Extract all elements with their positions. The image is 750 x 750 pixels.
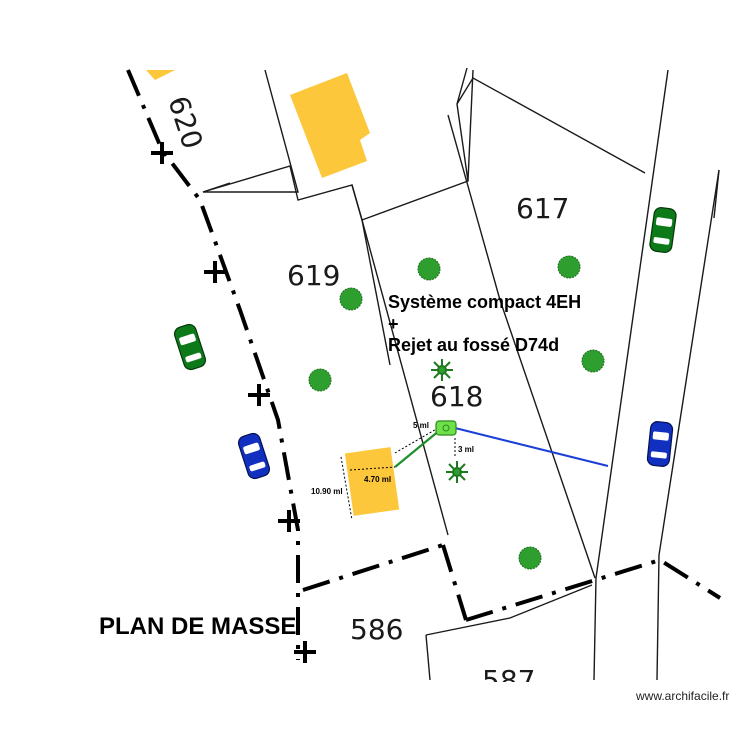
dimension-label-tree: 3 ml (458, 445, 474, 454)
building-icon (146, 70, 175, 80)
parcel-boundaries (202, 67, 720, 681)
annotation-line-2: + (388, 314, 399, 334)
boundary-dashdot (126, 69, 722, 660)
tree-icon (308, 255, 605, 570)
dimension-label-width: 4.70 ml (364, 475, 391, 484)
footer-credit: www.archifacile.fr (635, 689, 729, 703)
car-icon (173, 323, 207, 371)
dimension-lines (340, 427, 456, 521)
parcel-number-619: 619 (287, 259, 340, 292)
car-icon (649, 206, 677, 254)
plan-title: PLAN DE MASSE (99, 613, 296, 640)
boundary-crosses (151, 142, 316, 663)
parcel-number-617: 617 (516, 192, 569, 225)
footer-band (0, 682, 750, 750)
discharge-pipe (454, 427, 609, 467)
dimension-label-system: 5 ml (413, 421, 429, 430)
connection-pipe (394, 429, 441, 468)
annotation-line-3: Rejet au fossé D74d (388, 335, 559, 355)
annotation-line-1: Système compact 4EH (388, 292, 581, 312)
parcel-number-618: 618 (430, 380, 483, 413)
house-building (344, 447, 400, 516)
parcel-number-586: 586 (350, 613, 403, 646)
shrub-icon (431, 359, 468, 483)
car-icon (237, 432, 271, 480)
parcel-number-620: 620 (161, 92, 209, 153)
septic-tank-icon (435, 420, 457, 436)
building-icon (290, 73, 370, 178)
car-icon (646, 421, 674, 467)
dimension-label-height: 10.90 ml (311, 487, 343, 496)
